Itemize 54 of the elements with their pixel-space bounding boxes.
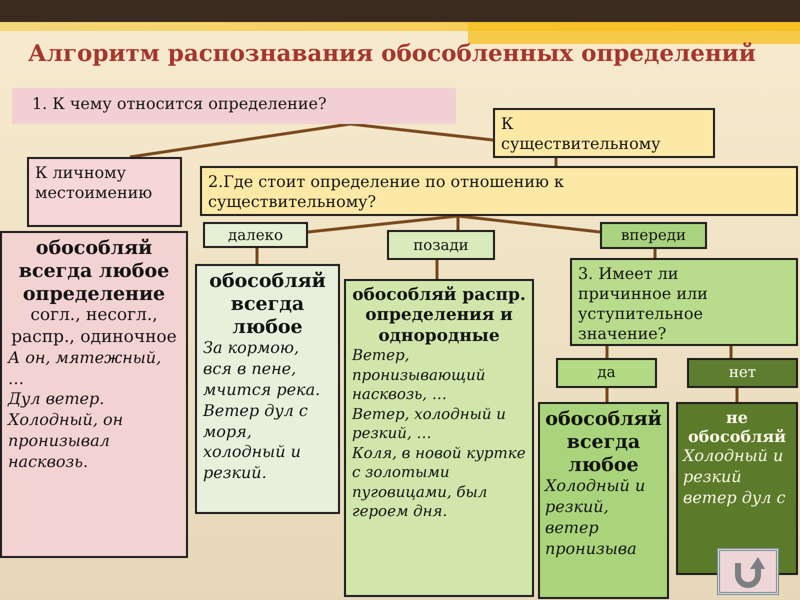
option-box <box>493 108 715 158</box>
rule-heading: обособляй всегда любое определение <box>18 237 170 306</box>
example-text: Дул ветер. Холодный, он пронизывал насквозь. <box>8 389 124 473</box>
option-box <box>203 222 308 248</box>
option-box <box>387 230 495 260</box>
rule-heading: не обособляй <box>686 408 788 446</box>
example-text: Холодный и резкий ветер дул с <box>683 446 786 509</box>
rule-heading: обособляй всегда любое <box>208 270 327 338</box>
rule-note: согл., несогл., распр., одиночное <box>10 305 178 348</box>
connector-line <box>654 249 656 258</box>
rule-card <box>538 402 669 599</box>
rule-heading: обособляй распр. определения и однородные <box>352 285 526 346</box>
connector-line <box>606 388 608 402</box>
connector-line <box>458 214 600 234</box>
slide-title: Алгоритм распознавания обособленных определений <box>28 40 756 67</box>
question-text: 3. Имеет ли причинное или уступительное значение? <box>578 264 709 344</box>
question-box <box>570 258 798 346</box>
rule-card <box>195 264 340 514</box>
connector-line <box>350 122 494 142</box>
connector-line <box>130 122 350 158</box>
option-box <box>600 222 707 249</box>
example-text: За кормою, вся в пене, мчится река. <box>203 338 322 401</box>
option-label: далеко <box>227 226 284 244</box>
question-box <box>12 88 456 124</box>
connector-line <box>730 346 732 358</box>
example-text: Холодный и резкий, ветер пронизыва <box>545 476 646 560</box>
rule-card <box>344 279 534 597</box>
rule-card <box>0 231 188 558</box>
option-label: позади <box>412 236 470 254</box>
connector-line <box>436 260 438 279</box>
option-label: да <box>596 363 617 381</box>
rule-card <box>676 402 798 575</box>
connector-line <box>736 388 738 402</box>
connector-line <box>606 346 608 358</box>
option-label: К существительному <box>501 114 661 154</box>
example-text: Ветер, пронизывающий насквозь, … <box>352 346 486 405</box>
option-label: впереди <box>620 226 688 244</box>
example-text: А он, мятежный, … <box>8 348 162 390</box>
question-text: 1. К чему относится определение? <box>32 94 328 114</box>
option-label: нет <box>728 363 758 381</box>
example-text: Ветер дул с моря, холодный и резкий. <box>203 400 309 484</box>
example-text: Ветер, холодный и резкий, … <box>352 404 507 444</box>
option-label: К личному местоимению <box>35 163 154 203</box>
option-box <box>556 358 657 388</box>
connector-line <box>256 248 258 264</box>
connector-line <box>456 216 460 230</box>
connector-line <box>308 214 458 234</box>
question-box <box>200 166 798 216</box>
option-box <box>687 358 798 388</box>
rule-heading: обособляй всегда любое <box>545 408 662 476</box>
option-box <box>27 157 182 227</box>
question-text: 2.Где стоит определение по отношению к существительному? <box>208 172 566 212</box>
example-text: Коля, в новой куртке с золотыми пуговицами, был героем дня. <box>352 444 526 522</box>
connector-line <box>554 158 558 166</box>
